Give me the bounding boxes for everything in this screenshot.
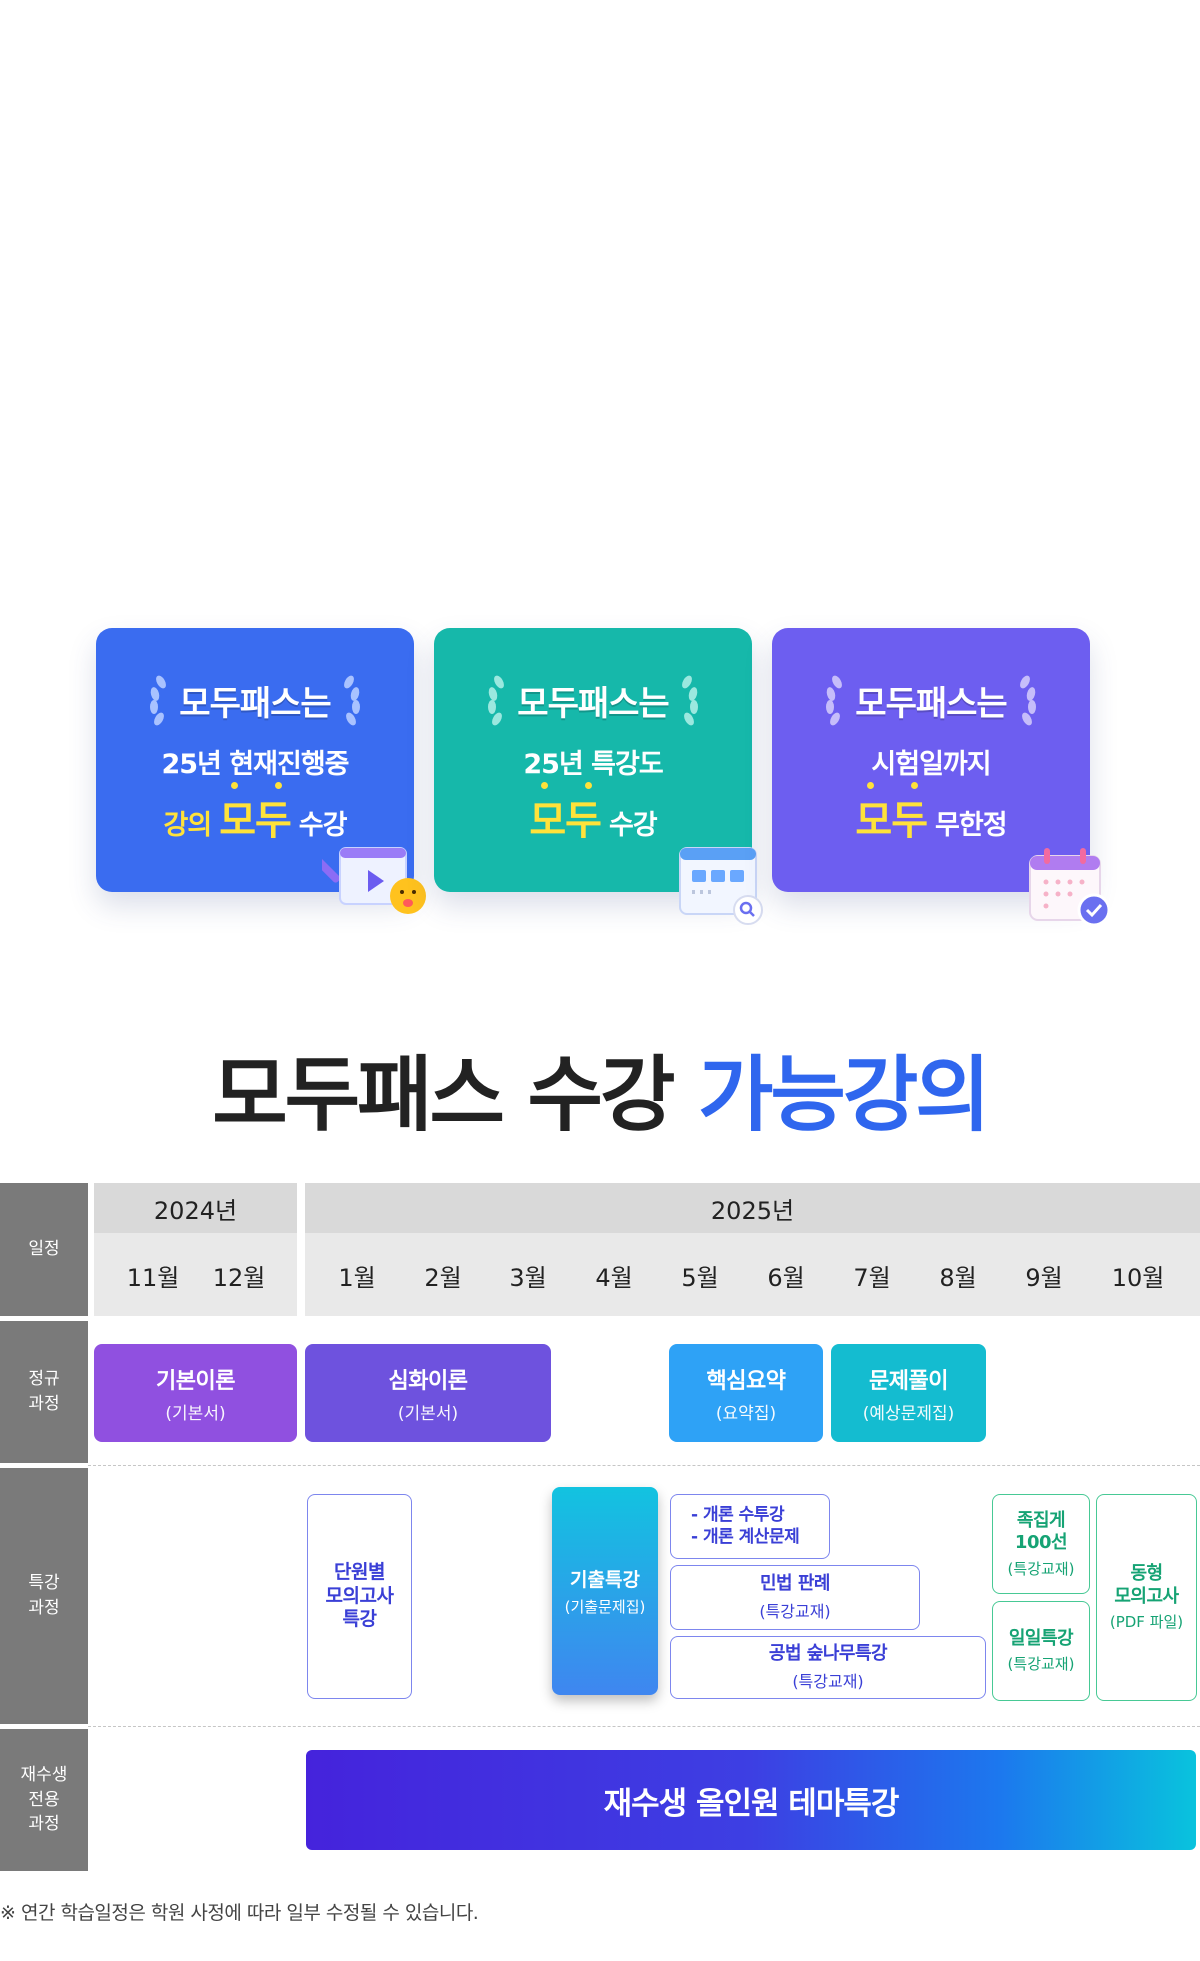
- schedule-note: ※ 연간 학습일정은 학원 사정에 따라 일부 수정될 수 있습니다.: [0, 1902, 479, 1924]
- course-advanced-theory: 심화이론(기본서): [305, 1344, 551, 1442]
- heading-blue: 가능강의: [697, 1048, 991, 1143]
- laurel-left-icon: [150, 675, 167, 726]
- month-label: 2월: [424, 1264, 462, 1292]
- card-line-2-pre: 강의: [163, 810, 213, 841]
- row-divider: [88, 1726, 1200, 1727]
- row-label-schedule: 일정: [0, 1183, 88, 1316]
- card-line-2: 모두 수강: [434, 782, 752, 846]
- section-heading: 모두패스 수강 가능강의: [0, 1028, 1200, 1147]
- month-label: 4월: [595, 1264, 633, 1292]
- card-line-2-post: 수강: [298, 810, 348, 841]
- course-retake-allinone: 재수생 올인원 테마특강: [306, 1750, 1196, 1850]
- row-label-regular: 정규 과정: [0, 1321, 88, 1463]
- card-line-2: 모두 무한정: [772, 782, 1090, 846]
- course-unit-mock-exam: 단원별 모의고사 특강: [307, 1494, 412, 1699]
- year-2025-column: 2025년: [305, 1183, 1200, 1316]
- card-title: 모두패스는: [855, 683, 1007, 724]
- year-2024-label: 2024년: [94, 1183, 297, 1233]
- card-line-2-post: 수강: [608, 810, 658, 841]
- course-core-summary: 핵심요약(요약집): [669, 1344, 823, 1442]
- feature-card-unlimited: 모두패스는 시험일까지 모두 무한정: [772, 628, 1111, 927]
- calendar-check-icon: [1029, 848, 1111, 927]
- heading-black: 모두패스 수강: [212, 1048, 698, 1143]
- card-line-2: 강의 모두 수강: [96, 782, 414, 846]
- course-basic-theory: 기본이론(기본서): [94, 1344, 297, 1442]
- laurel-left-icon: [826, 675, 843, 726]
- course-problem-solving: 문제풀이(예상문제집): [831, 1344, 986, 1442]
- card-line-2-post: 무한정: [935, 810, 1008, 841]
- month-label: 8월: [939, 1264, 977, 1292]
- course-civil-law-precedent: 민법 판례(특강교재): [670, 1565, 920, 1630]
- year-2025-label: 2025년: [305, 1183, 1200, 1233]
- feature-card-special-lectures: 모두패스는 25년 특강도 모두 수강: [434, 628, 763, 925]
- month-label: 5월: [681, 1264, 719, 1292]
- modu-emphasis: 모두: [855, 782, 928, 846]
- month-label: 9월: [1025, 1264, 1063, 1292]
- card-line-1: 25년 현재진행중: [161, 749, 349, 780]
- laurel-right-icon: [681, 675, 698, 726]
- modu-emphasis: 모두: [219, 782, 292, 846]
- card-title: 모두패스는: [179, 683, 331, 724]
- course-past-exam: 기출특강(기출문제집): [552, 1487, 658, 1695]
- card-title: 모두패스는: [517, 683, 669, 724]
- month-label: 10월: [1111, 1264, 1165, 1292]
- row-label-retake: 재수생 전용 과정: [0, 1729, 88, 1871]
- year-2024-column: 2024년: [94, 1183, 297, 1316]
- video-play-icon: [322, 847, 426, 914]
- month-label: 6월: [767, 1264, 805, 1292]
- modu-emphasis: 모두: [529, 782, 602, 846]
- course-daily-special: 일일특강(특강교재): [992, 1601, 1090, 1701]
- month-label: 12월: [212, 1264, 266, 1292]
- course-top-100: 족집게 100선(특강교재): [992, 1494, 1090, 1594]
- laurel-left-icon: [488, 675, 505, 726]
- laurel-right-icon: [1019, 675, 1036, 726]
- month-label: 11월: [126, 1264, 180, 1292]
- laurel-right-icon: [343, 675, 360, 726]
- card-line-1: 시험일까지: [871, 749, 991, 780]
- course-public-law-forest: 공법 숲나무특강(특강교재): [670, 1636, 986, 1699]
- course-mock-exam-pdf: 동형 모의고사(PDF 파일): [1096, 1494, 1197, 1701]
- month-label: 1월: [338, 1264, 376, 1292]
- month-label: 7월: [853, 1264, 891, 1292]
- row-divider: [88, 1465, 1200, 1466]
- row-label-special: 특강 과정: [0, 1468, 88, 1724]
- course-gaeron: - 개론 수투강 - 개론 계산문제: [670, 1494, 830, 1559]
- card-line-1: 25년 특강도: [523, 749, 663, 780]
- browser-search-icon: [679, 847, 763, 925]
- feature-card-current-lectures: 모두패스는 25년 현재진행중 강의 모두 수강: [96, 628, 426, 914]
- month-label: 3월: [509, 1264, 547, 1292]
